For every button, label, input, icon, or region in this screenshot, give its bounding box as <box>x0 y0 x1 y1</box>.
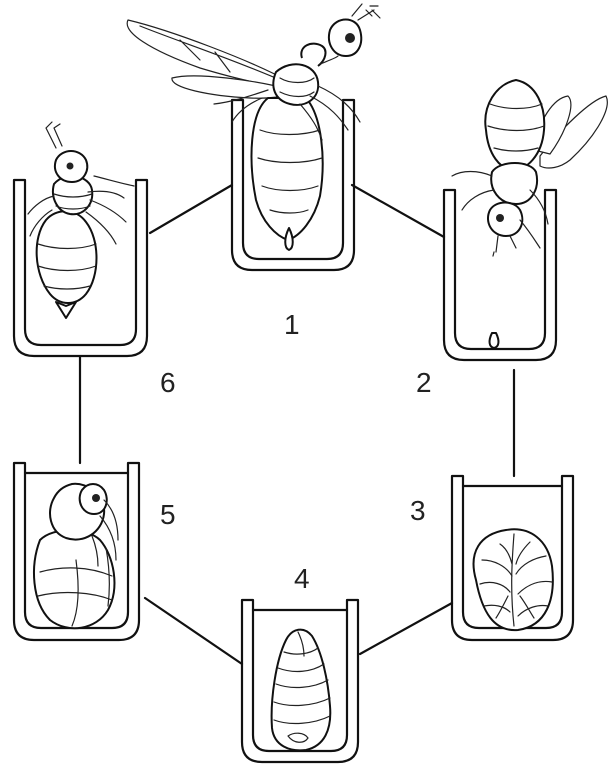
connector-3-4 <box>360 603 452 654</box>
emerging-bee-icon <box>28 122 134 318</box>
stage-label-3: 3 <box>410 495 426 526</box>
larva-icon <box>272 630 331 751</box>
stage-label-1: 1 <box>284 309 300 340</box>
larva-curled-icon <box>474 529 553 630</box>
stage-label-2: 2 <box>416 367 432 398</box>
stage-label-5: 5 <box>160 499 176 530</box>
connector-1-6 <box>150 185 232 233</box>
connector-5-4 <box>145 598 242 664</box>
pupa-icon <box>34 484 118 628</box>
worker-bee-icon <box>452 80 607 348</box>
stage-label-6: 6 <box>160 367 176 398</box>
stage-label-4: 4 <box>294 563 310 594</box>
connector-1-2 <box>352 185 444 237</box>
